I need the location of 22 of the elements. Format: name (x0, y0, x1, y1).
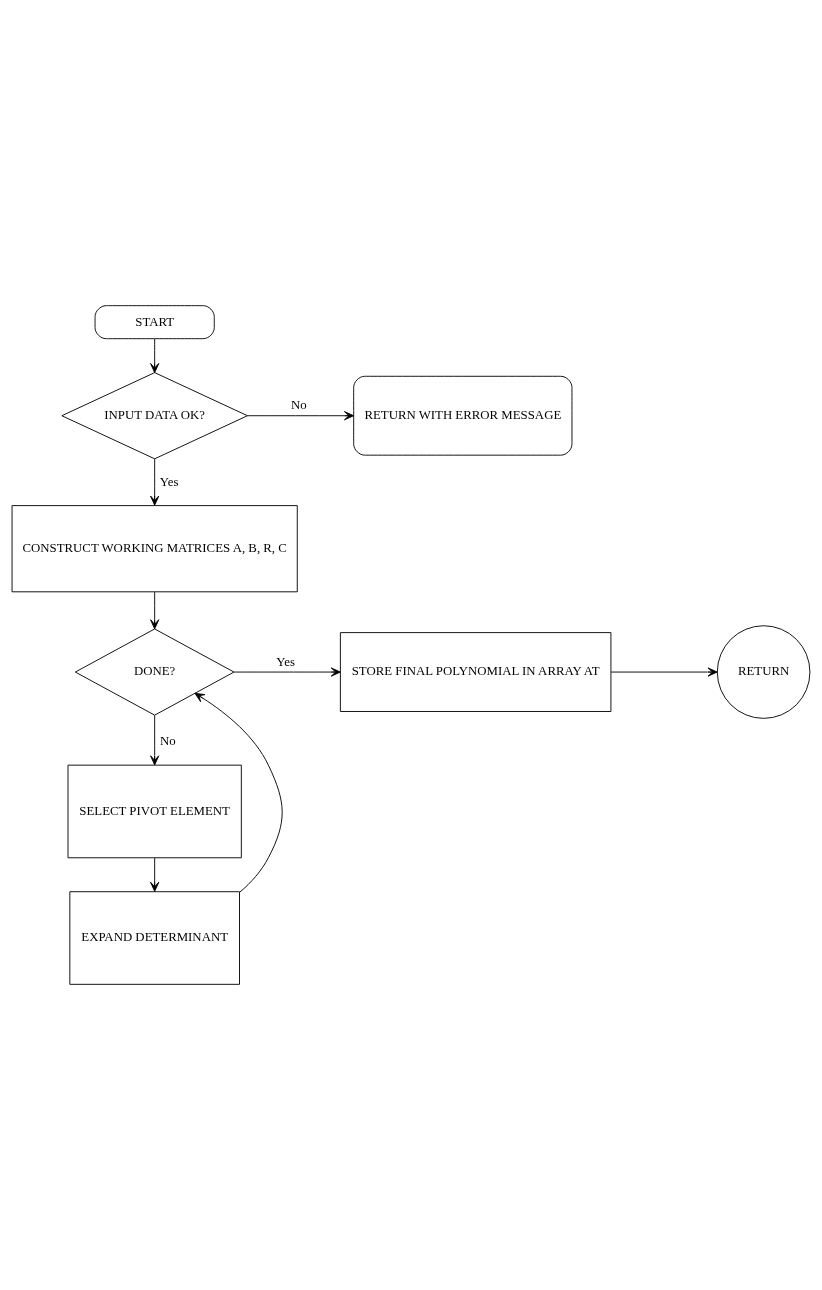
arrow (610, 667, 718, 677)
edge-label: Yes (276, 654, 295, 669)
arrow (233, 667, 341, 677)
arrow (150, 714, 160, 766)
arrow (150, 591, 160, 630)
arrow (247, 411, 355, 421)
arrow (150, 857, 160, 892)
arrow (150, 458, 160, 506)
node-box: SELECT PIVOT ELEMENT (67, 764, 242, 859)
edge-label: No (159, 734, 176, 749)
arrow (150, 338, 160, 374)
node-diamond: DONE? (74, 628, 235, 716)
node-box: CONSTRUCT WORKING MATRICES A, B, R, C (11, 505, 298, 593)
node-box: STORE FINAL POLYNOMIAL IN ARRAY AT (339, 632, 612, 712)
node-box: EXPAND DETERMINANT (69, 891, 240, 985)
edge-label: Yes (159, 474, 179, 489)
edge-label: No (291, 398, 307, 413)
node-box: RETURN WITH ERROR MESSAGE (353, 375, 573, 456)
node-box: START (94, 305, 215, 340)
node-diamond: INPUT DATA OK? (61, 372, 248, 460)
arrow (194, 692, 283, 893)
node-circle: RETURN (716, 625, 811, 719)
